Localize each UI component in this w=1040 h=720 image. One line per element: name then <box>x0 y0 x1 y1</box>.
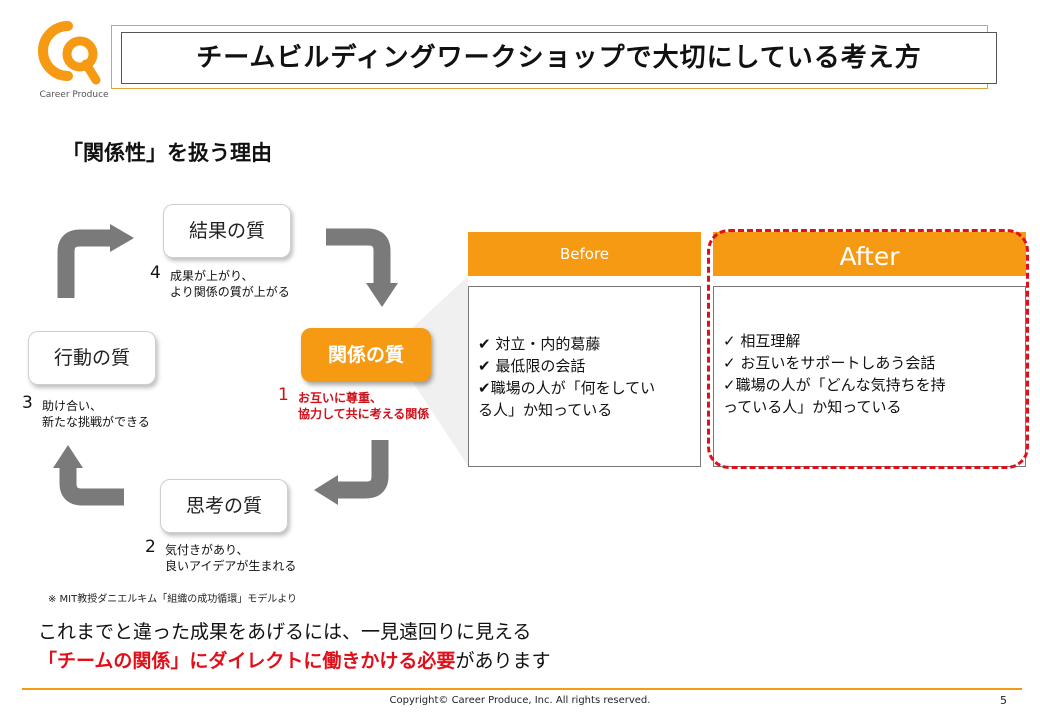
quality-of-results-box: 結果の質 <box>163 204 291 258</box>
step-number: 4 <box>150 263 161 283</box>
page-title: チームビルディングワークショップで大切にしている考え方 <box>196 43 922 73</box>
arrow-head-top-right-icon <box>366 283 398 307</box>
list-item: ✓ 相互理解 <box>723 332 801 350</box>
conclusion-line-1: これまでと違った成果をあげるには、一見遠回りに見える <box>38 621 532 643</box>
career-produce-logo <box>38 21 101 85</box>
copyright-text: Copyright© Career Produce, Inc. All righ… <box>389 695 651 706</box>
list-item: ✓職場の人が「どんな気持ちを持 <box>723 376 946 394</box>
step-line: 気付きがあり、 <box>165 543 249 557</box>
list-item: る人」か知っている <box>478 401 613 419</box>
conclusion-emphasis: 「チームの関係」にダイレクトに働きかける必要 <box>38 650 456 672</box>
step-line: 良いアイデアが生まれる <box>165 559 297 573</box>
after-list: ✓ 相互理解 ✓ お互いをサポートしあう会話 ✓職場の人が「どんな気持ちを持 っ… <box>723 330 1023 418</box>
source-note: ※ MIT教授ダニエルキム「組織の成功循環」モデルより <box>48 594 298 605</box>
footer-divider <box>22 688 1022 690</box>
quality-of-thinking-box: 思考の質 <box>160 479 288 533</box>
arrow-head-bottom-right-icon <box>314 475 338 505</box>
page-number: 5 <box>1000 694 1007 707</box>
funnel-shape <box>410 276 468 466</box>
list-item: ✓ お互いをサポートしあう会話 <box>723 354 936 372</box>
step-line: 協力して共に考える関係 <box>298 407 430 421</box>
logo-text: Career Produce <box>39 90 109 100</box>
after-header: After <box>713 232 1026 276</box>
arrow-head-bottom-left-icon <box>53 445 83 468</box>
section-subtitle: 「関係性」を扱う理由 <box>62 141 272 165</box>
before-header: Before <box>468 232 701 276</box>
before-list: ✔ 対立・内的葛藤 ✔ 最低限の会話 ✔職場の人が「何をしてい る人」か知ってい… <box>478 333 700 421</box>
arrow-result-to-relation-icon <box>326 228 391 285</box>
list-item: ✔職場の人が「何をしてい <box>478 379 656 397</box>
quality-of-relationship-box: 関係の質 <box>301 328 431 382</box>
step-line: より関係の質が上がる <box>170 285 290 299</box>
step-line: 新たな挑戦ができる <box>42 415 150 429</box>
arrow-head-top-left-icon <box>110 224 134 252</box>
arrow-action-to-result-icon <box>57 229 112 298</box>
before-panel <box>468 286 701 467</box>
step-number: 3 <box>22 393 33 413</box>
arrow-relation-to-thinking-icon <box>336 440 389 499</box>
after-highlight-frame <box>707 229 1029 469</box>
step-line: お互いに尊重、 <box>298 391 383 405</box>
list-item: ✔ 対立・内的葛藤 <box>478 335 601 353</box>
after-panel <box>713 286 1026 467</box>
conclusion-rest: があります <box>455 650 551 672</box>
step-line: 成果が上がり、 <box>170 269 254 283</box>
list-item: ✔ 最低限の会話 <box>478 357 586 375</box>
title-frame-inner <box>121 32 997 84</box>
step-line: 助け合い、 <box>42 399 103 413</box>
step-number: 1 <box>278 385 289 405</box>
quality-of-action-box: 行動の質 <box>28 331 156 385</box>
list-item: っている人」か知っている <box>723 398 902 416</box>
step-number: 2 <box>145 537 156 557</box>
arrow-thinking-to-action-icon <box>59 466 124 506</box>
conclusion-line-2: 「チームの関係」にダイレクトに働きかける必要があります <box>38 646 550 673</box>
